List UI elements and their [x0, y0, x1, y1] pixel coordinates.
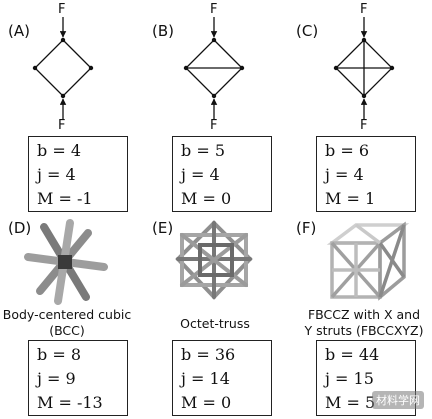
panel-e-tag: (E) — [152, 219, 174, 237]
panel-e-metrics-box: b = 36 j = 14 M = 0 — [172, 340, 272, 416]
panel-c-force-bottom: F — [360, 118, 368, 133]
watermark-badge: 材料学网 — [372, 391, 424, 409]
panel-d-tag: (D) — [8, 219, 32, 237]
panel-c-tag: (C) — [296, 22, 319, 40]
panel-e-caption: Octet-truss — [150, 316, 280, 332]
panel-b-metrics-box: b = 5 j = 4 M = 0 — [172, 136, 272, 212]
panel-d-caption-line1: Body-centered cubic — [2, 307, 132, 322]
panel-f-joints: j = 15 — [325, 369, 374, 388]
joint — [60, 93, 66, 99]
joint — [361, 37, 367, 43]
panel-d-joints: j = 9 — [37, 369, 76, 388]
panel-a-force-top: F — [58, 2, 66, 17]
panel-a-bars: b = 4 — [37, 141, 81, 160]
joint — [333, 65, 339, 71]
panel-c-joints: j = 4 — [325, 165, 364, 184]
panel-f-bars: b = 44 — [325, 345, 380, 364]
panel-a-joints: j = 4 — [37, 165, 76, 184]
truss-b — [183, 17, 245, 119]
fbccxyz-lattice-image — [326, 221, 410, 301]
panel-a-maxwell: M = -1 — [37, 189, 93, 208]
panel-b-force-top: F — [210, 2, 218, 17]
panel-c-metrics-box: b = 6 j = 4 M = 1 — [316, 136, 416, 212]
panel-e-bars: b = 36 — [181, 345, 236, 364]
panel-b-tag: (B) — [152, 22, 174, 40]
panel-c-maxwell: M = 1 — [325, 189, 376, 208]
panel-d-caption: Body-centered cubic (BCC) — [0, 307, 134, 339]
joint — [389, 65, 395, 71]
panel-d-caption-line2: (BCC) — [49, 323, 85, 338]
panel-b-maxwell: M = 0 — [181, 189, 232, 208]
panel-f-tag: (F) — [296, 219, 317, 237]
joint — [239, 65, 245, 71]
joint — [361, 93, 367, 99]
panel-c-bars: b = 6 — [325, 141, 369, 160]
panel-b-joints: j = 4 — [181, 165, 220, 184]
panel-f-metrics-box: b = 44 j = 15 M = 5 — [316, 340, 416, 416]
panel-d-maxwell: M = -13 — [37, 393, 103, 412]
truss-a — [32, 17, 94, 119]
panel-d-bars: b = 8 — [37, 345, 81, 364]
panel-e-caption-line1: Octet-truss — [180, 316, 250, 331]
panel-b-bars: b = 5 — [181, 141, 225, 160]
truss-diagrams — [32, 17, 395, 119]
bcc-lattice-image — [24, 219, 108, 305]
panel-d-metrics-box: b = 8 j = 9 M = -13 — [28, 340, 128, 416]
panel-f-caption: FBCCZ with X and Y struts (FBCCXYZ) — [296, 307, 432, 339]
joint — [183, 65, 189, 71]
truss-c — [333, 17, 395, 119]
joint — [211, 37, 217, 43]
lattice-renderings — [24, 219, 410, 305]
joint — [88, 65, 94, 71]
panel-b-force-bottom: F — [210, 118, 218, 133]
panel-a-metrics-box: b = 4 j = 4 M = -1 — [28, 136, 128, 212]
joint — [60, 37, 66, 43]
panel-e-joints: j = 14 — [181, 369, 230, 388]
panel-e-maxwell: M = 0 — [181, 393, 232, 412]
panel-f-caption-line1: FBCCZ with X and — [307, 307, 421, 322]
joint — [211, 93, 217, 99]
octet-truss-image — [175, 220, 253, 300]
panel-a-tag: (A) — [8, 22, 30, 40]
panel-a-force-bottom: F — [58, 118, 66, 133]
panel-f-caption-line2: Y struts (FBCCXYZ) — [304, 323, 424, 338]
panel-f-maxwell: M = 5 — [325, 393, 376, 412]
panel-c-force-top: F — [360, 2, 368, 17]
truss-a-frame — [34, 39, 92, 97]
joint — [32, 65, 38, 71]
